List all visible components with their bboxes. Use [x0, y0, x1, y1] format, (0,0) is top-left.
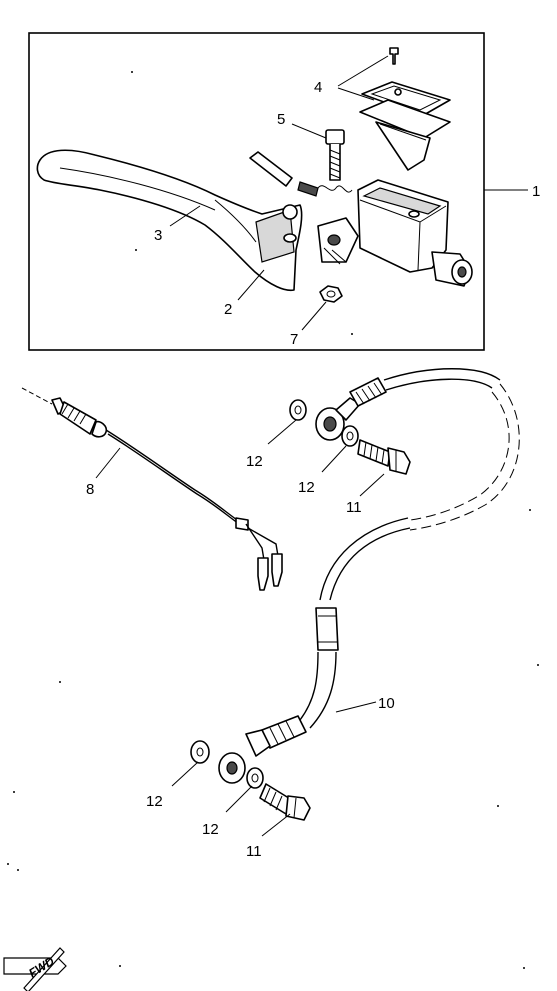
callout-11-upper: 11 — [346, 499, 362, 516]
washer-part-12-lower-right — [246, 767, 264, 789]
scan-specks — [7, 71, 539, 969]
brake-hose-part-10 — [218, 368, 520, 784]
washer-part-12-upper-left — [289, 399, 307, 421]
callout-12-lower-left: 12 — [146, 793, 163, 810]
bolt-part-5 — [325, 129, 345, 181]
callout-10: 10 — [378, 695, 395, 712]
master-cylinder-assembly-frame — [28, 32, 485, 351]
washer-part-12-lower-left — [190, 740, 210, 764]
callout-7: 7 — [290, 331, 298, 348]
callout-12-upper-left: 12 — [246, 453, 263, 470]
callout-1: 1 — [532, 183, 540, 200]
fwd-direction-badge: FWD — [3, 947, 67, 991]
washer-part-12-upper-right — [341, 425, 359, 447]
callout-4: 4 — [314, 79, 322, 96]
brake-lever — [36, 149, 303, 292]
callout-3: 3 — [154, 227, 162, 244]
nut-part-7 — [319, 285, 343, 303]
brake-switch-part-8 — [21, 387, 283, 591]
callout-8: 8 — [86, 481, 94, 498]
callout-12-lower-right: 12 — [202, 821, 219, 838]
reservoir-cap-set-part-4 — [359, 47, 451, 171]
pivot-bolt-and-spring — [249, 151, 353, 197]
union-bolt-part-11-upper — [357, 439, 411, 475]
callout-2: 2 — [224, 301, 232, 318]
callout-12-upper-right: 12 — [298, 479, 315, 496]
union-bolt-part-11-lower — [259, 783, 311, 821]
master-cylinder-body — [317, 179, 473, 287]
callout-11-lower: 11 — [246, 843, 262, 860]
callout-leaders — [95, 55, 528, 837]
callout-5: 5 — [277, 111, 285, 128]
